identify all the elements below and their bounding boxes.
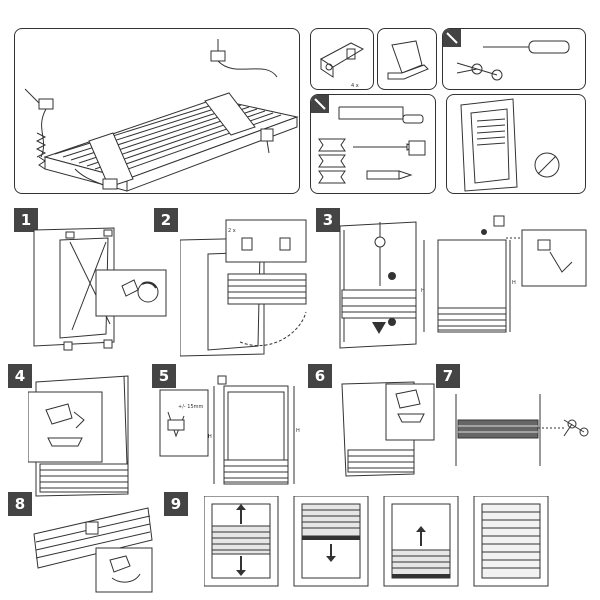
step-2-badge: 2 <box>154 208 178 232</box>
step-4-drawing <box>28 375 129 497</box>
brackets-panel: 4 x <box>310 28 374 90</box>
step-8-badge: 8 <box>8 492 32 516</box>
step-3-badge: 3 <box>316 208 340 232</box>
step-1-badge: 1 <box>14 208 38 232</box>
step-5-height-right: H <box>296 428 300 434</box>
step-2-quantity: 2 x <box>228 228 236 234</box>
cord-gap-label: +/- 15mm <box>178 404 204 410</box>
step-3-drawing: H H <box>339 215 587 349</box>
step-7-drawing <box>455 394 589 466</box>
step-3-height-left: H <box>421 288 425 294</box>
screwdriver-scissors-drawing <box>446 32 570 81</box>
step-7-badge: 7 <box>436 364 460 388</box>
step-3-height-right: H <box>512 280 516 286</box>
blind-overview-panel <box>14 28 300 194</box>
step-9-panel-a <box>204 496 279 587</box>
window-recess-drawing <box>460 98 560 192</box>
step-9-panel-d <box>473 496 549 587</box>
saw-pencil-knife-drawing <box>314 98 426 184</box>
step-5-drawing: +/- 15mm H H <box>159 375 300 485</box>
step-1-drawing <box>33 227 167 351</box>
no-recess-panel <box>446 94 586 194</box>
step-9-badge: 9 <box>164 492 188 516</box>
step-5-height-left: H <box>208 434 212 440</box>
step-9-panel-c <box>383 496 459 587</box>
blind-overview-drawing <box>24 39 299 192</box>
step-6-badge: 6 <box>308 364 332 388</box>
clip-drawing <box>387 40 429 80</box>
bracket-quantity: 4 x <box>351 83 359 89</box>
step-2-drawing: 2 x <box>180 219 307 357</box>
bracket-drawing: 4 x <box>320 42 365 89</box>
step-8-drawing <box>33 507 153 593</box>
clip-panel <box>377 28 437 90</box>
tools-panel <box>442 28 586 90</box>
step-6-drawing <box>341 381 435 477</box>
step-9-drawing <box>204 496 549 587</box>
step-5-badge: 5 <box>152 364 176 388</box>
step-9-panel-b <box>293 496 369 587</box>
step-4-badge: 4 <box>8 364 32 388</box>
cutting-tools-panel <box>310 94 436 194</box>
